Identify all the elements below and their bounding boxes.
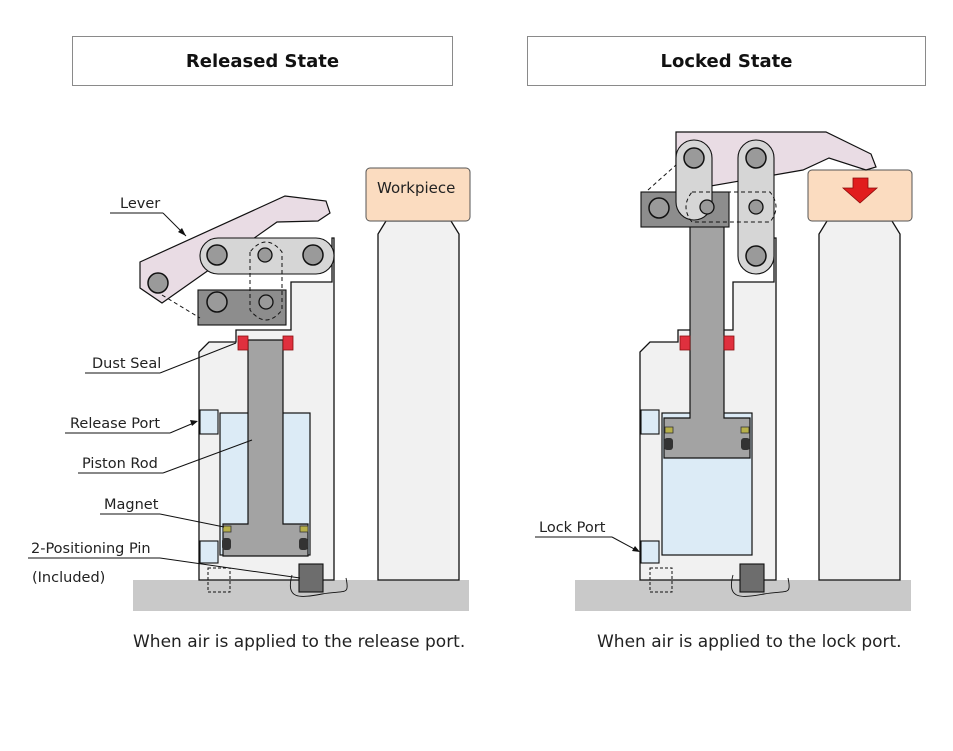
- magnet-leader-2: [159, 513, 225, 528]
- lock-port-label: Lock Port: [539, 520, 606, 536]
- pivot-pin-right-4: [699, 199, 715, 215]
- lock-port-fitting: [640, 540, 660, 564]
- release-port-fitting: [199, 409, 219, 435]
- piston-rod-right: [663, 219, 751, 459]
- locked-state-diagram: Lock Port: [535, 131, 913, 611]
- dust-seal-leader-2: [159, 342, 237, 374]
- piston-seal-right-1: [664, 438, 673, 450]
- release-port-fitting-right: [640, 409, 660, 435]
- released-state-title: Released State: [72, 36, 453, 86]
- dust-seal-left-1: [237, 335, 249, 351]
- lever-arm-right: [675, 131, 877, 193]
- dust-seal-left-2: [282, 335, 294, 351]
- pin-leader-2: [159, 557, 301, 579]
- pivot-pin-right-6: [745, 245, 767, 267]
- piston-rod-left: [222, 339, 309, 557]
- magnet-left-2: [299, 525, 309, 533]
- pivot-pin-right-1: [683, 147, 705, 169]
- piston-seal-right-2: [741, 438, 750, 450]
- lever-label: Lever: [120, 196, 160, 212]
- dust-seal-right-2: [723, 335, 735, 351]
- workpiece-left: [365, 167, 471, 222]
- released-caption: When air is applied to the release port.: [133, 632, 466, 652]
- released-state-diagram: Workpiece: [28, 167, 471, 611]
- pivot-pin-left-3: [302, 244, 324, 266]
- release-port-label: Release Port: [70, 416, 160, 432]
- piston-rod-label: Piston Rod: [82, 456, 158, 472]
- link-outline-right: [685, 191, 777, 223]
- positioning-pin-right: [739, 563, 765, 593]
- release-port-arrow: [190, 420, 198, 426]
- positioning-pin-hidden-left: [207, 567, 231, 593]
- piston-seal-left-2: [299, 538, 308, 550]
- dashed-link-left: [161, 294, 201, 319]
- piston-seal-left-1: [222, 538, 231, 550]
- lever-arrow: [178, 228, 186, 236]
- positioning-pin-label-2: (Included): [32, 570, 105, 586]
- clamp-force-arrow: [841, 177, 879, 204]
- locked-caption: When air is applied to the lock port.: [597, 632, 902, 652]
- workpiece-support-right: [818, 220, 901, 581]
- lock-port-fitting-left: [199, 540, 219, 564]
- pivot-pin-right-3: [648, 197, 670, 219]
- positioning-pin-label: 2-Positioning Pin: [31, 541, 151, 557]
- pivot-pin-left-2: [206, 244, 228, 266]
- dust-seal-right-1: [679, 335, 691, 351]
- dust-seal-label: Dust Seal: [92, 356, 161, 372]
- magnet-label: Magnet: [104, 497, 159, 513]
- magnet-right-1: [664, 426, 674, 434]
- pivot-pin-left-1: [147, 272, 169, 294]
- locked-state-title: Locked State: [527, 36, 926, 86]
- pin-breakline-left: [289, 574, 348, 597]
- pivot-pin-right-2: [745, 147, 767, 169]
- magnet-right-2: [740, 426, 750, 434]
- lock-port-arrow: [632, 546, 640, 552]
- positioning-pin-hidden-right: [649, 567, 673, 593]
- pivot-pin-left-5: [258, 294, 274, 310]
- pivot-pin-left-4: [257, 247, 273, 263]
- magnet-left-1: [222, 525, 232, 533]
- pivot-pin-right-5: [748, 199, 764, 215]
- pin-breakline-right: [731, 574, 790, 597]
- workpiece-label: Workpiece: [377, 179, 455, 197]
- piston-rod-leader-2: [162, 439, 253, 474]
- workpiece-support-left: [377, 220, 460, 581]
- positioning-pin-left: [298, 563, 324, 593]
- pivot-pin-left-6: [206, 291, 228, 313]
- dashed-link-right: [647, 164, 677, 191]
